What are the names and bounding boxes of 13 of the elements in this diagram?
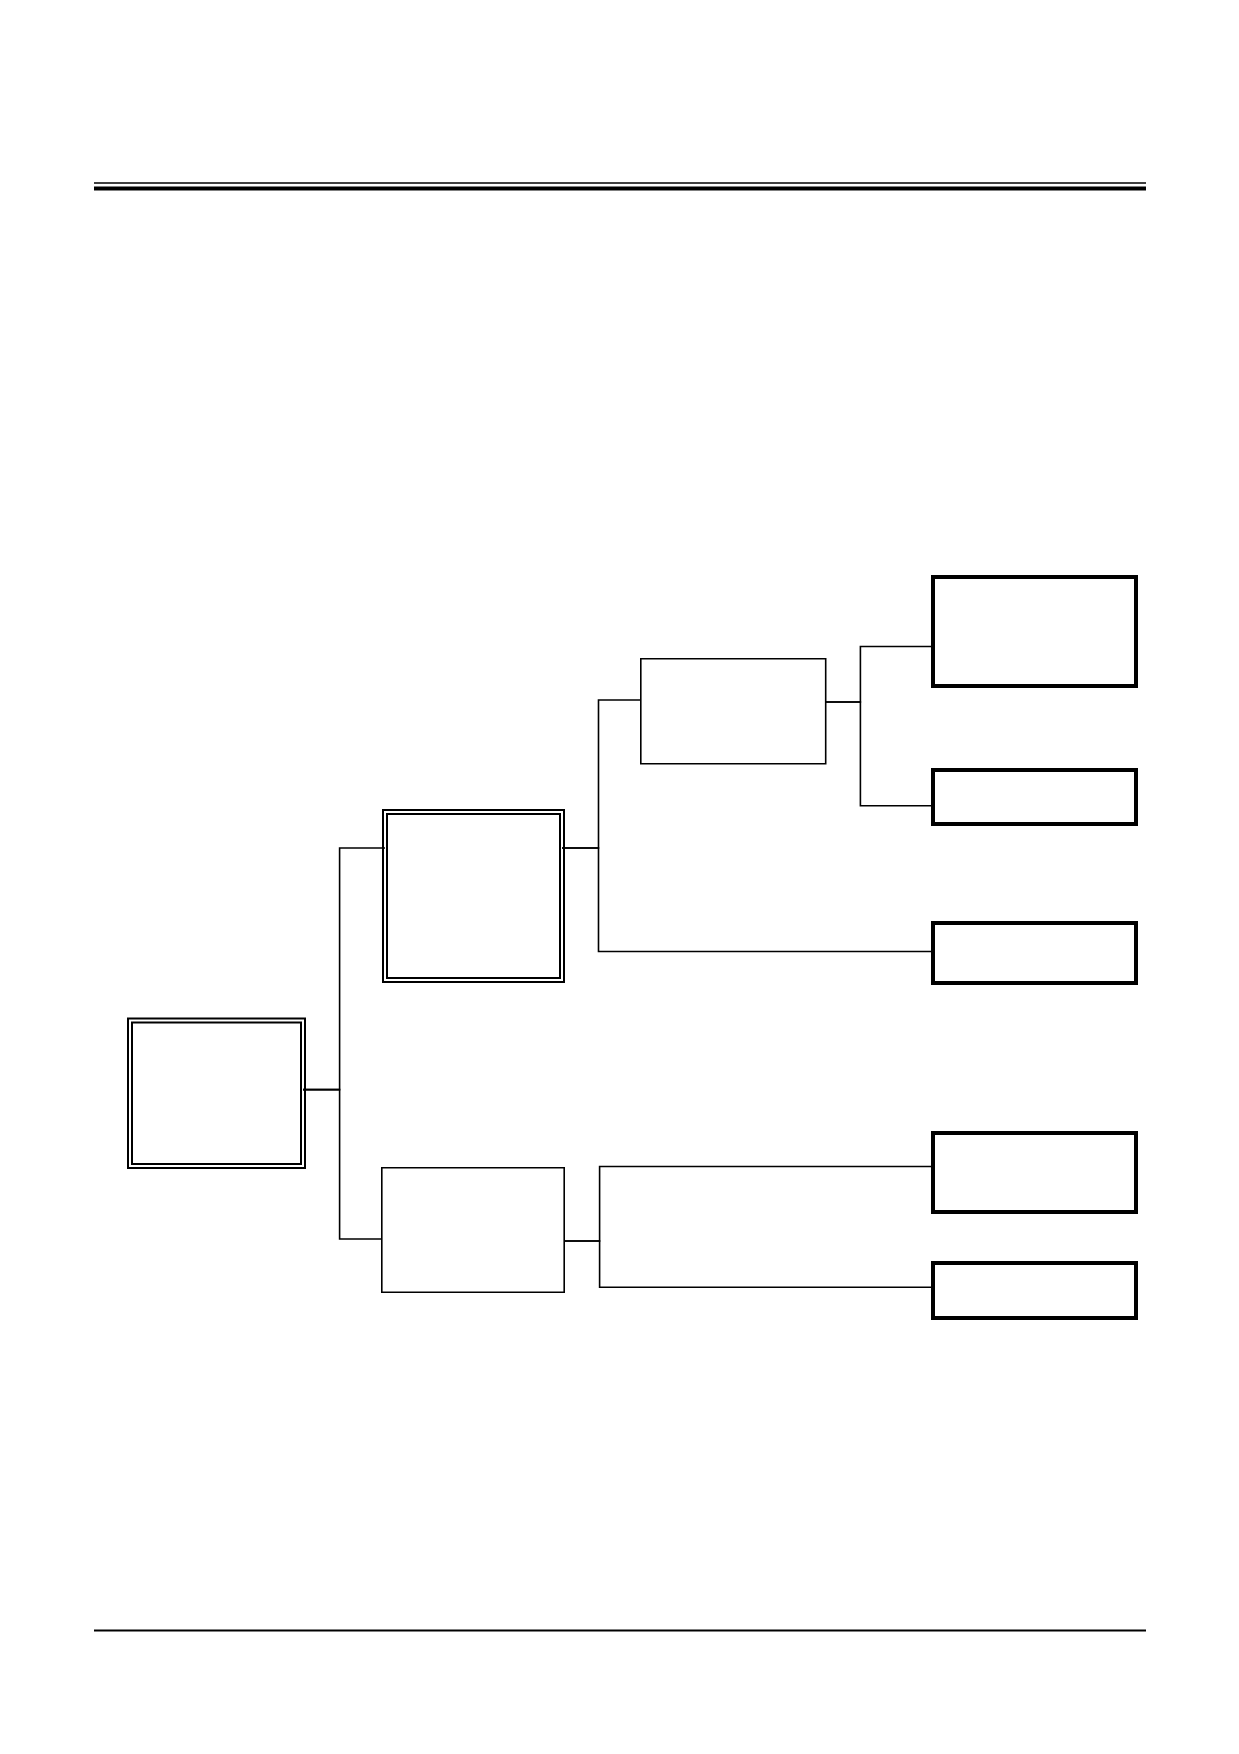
box	[931, 1261, 1138, 1320]
connector-line	[302, 1088, 383, 1240]
box	[381, 1167, 565, 1293]
box	[931, 921, 1138, 985]
connector-line	[824, 701, 934, 807]
box	[127, 1017, 306, 1169]
box	[931, 575, 1138, 688]
box	[931, 1131, 1138, 1214]
connector-line	[563, 1240, 934, 1289]
box	[382, 809, 565, 983]
connector-line	[561, 847, 934, 953]
box	[640, 658, 827, 765]
box	[931, 768, 1138, 826]
